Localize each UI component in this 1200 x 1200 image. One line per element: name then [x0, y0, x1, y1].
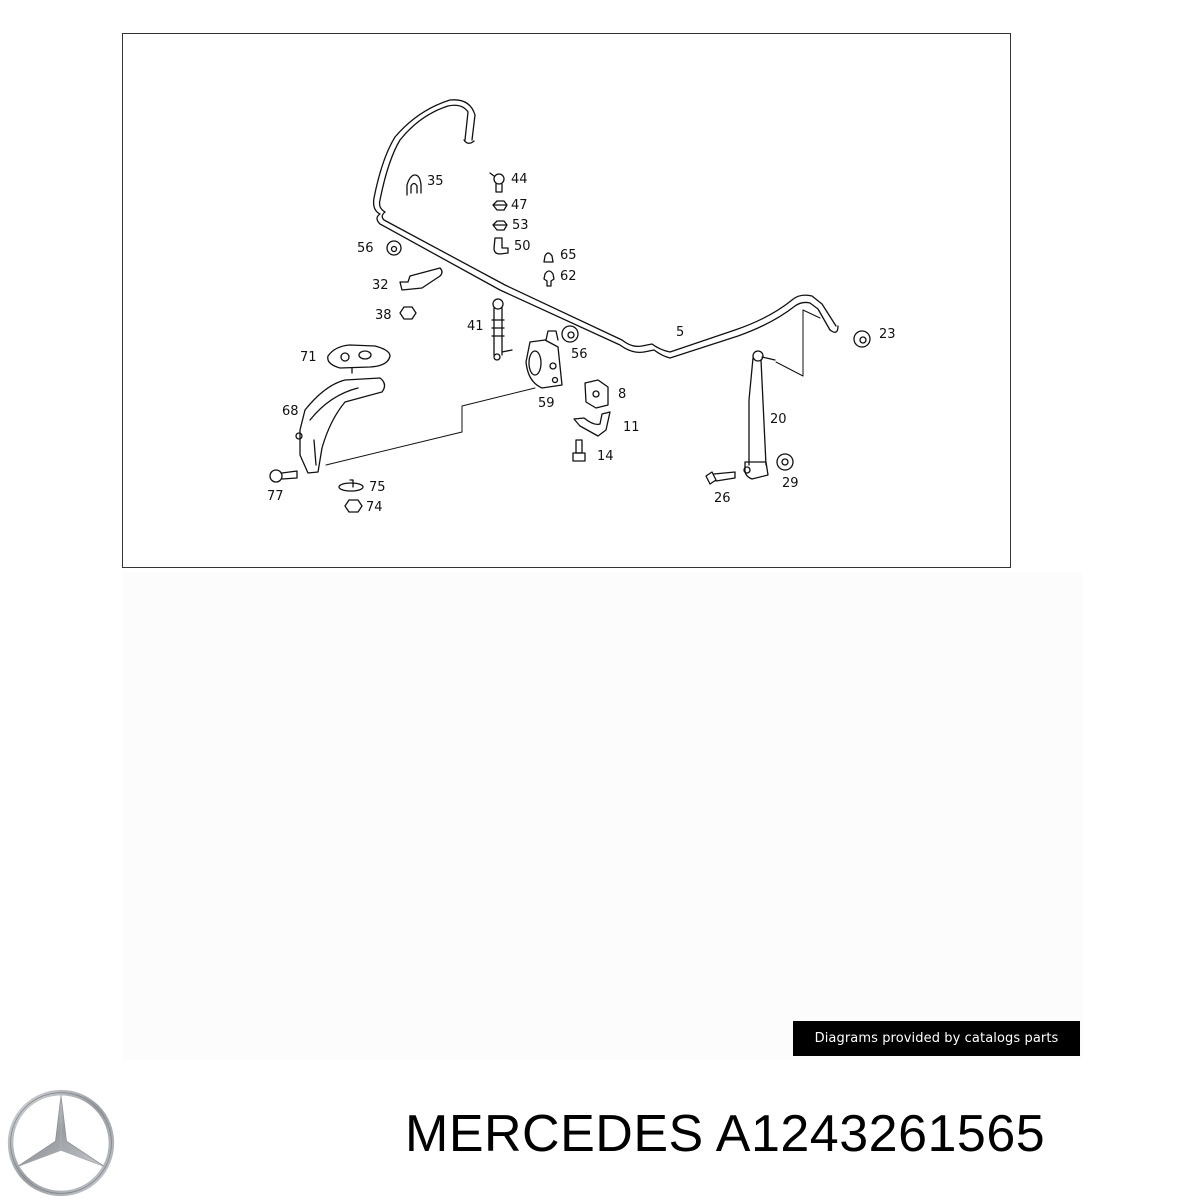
- callout-68: 68: [282, 404, 299, 419]
- hex-nut-icon: [492, 200, 508, 211]
- callout-38: 38: [375, 308, 392, 323]
- watermark-banner: Diagrams provided by catalogs parts: [793, 1021, 1080, 1056]
- leader-line: [775, 309, 821, 377]
- callout-62: 62: [560, 269, 577, 284]
- callout-44: 44: [511, 172, 528, 187]
- callout-53: 53: [512, 218, 529, 233]
- callout-5: 5: [676, 325, 684, 340]
- callout-71: 71: [300, 350, 317, 365]
- lower-blank-panel: [122, 572, 1082, 1060]
- flange-nut-icon: [561, 325, 579, 343]
- callout-77: 77: [267, 489, 284, 504]
- flange-bolt-icon: [269, 469, 298, 483]
- callout-65: 65: [560, 248, 577, 263]
- callout-14: 14: [597, 449, 614, 464]
- callout-35: 35: [427, 174, 444, 189]
- callout-59: 59: [538, 396, 555, 411]
- support-bracket-icon: [295, 377, 386, 474]
- callout-labels: 5 8 11 14 20 23 26 29 32 35 38 41 44 47 …: [267, 172, 896, 515]
- clamp-bracket-icon: [573, 411, 611, 437]
- rubber-bushing-icon: [584, 379, 609, 409]
- flange-nut-icon: [776, 453, 794, 471]
- callout-75: 75: [369, 480, 386, 495]
- hex-nut-icon: [344, 499, 363, 513]
- callout-20: 20: [770, 412, 787, 427]
- callout-8: 8: [618, 387, 626, 402]
- flange-nut-icon: [386, 240, 402, 256]
- stabilizer-bar-icon: [372, 99, 839, 359]
- part-number-title: MERCEDES A1243261565: [405, 1105, 1046, 1163]
- elbow-fitting-icon: [493, 237, 509, 255]
- leader-line: [325, 387, 536, 466]
- nipple-fitting-icon: [543, 270, 555, 287]
- bolt-icon: [572, 439, 586, 462]
- callout-11: 11: [623, 420, 640, 435]
- callout-50: 50: [514, 239, 531, 254]
- ball-joint-icon: [489, 172, 505, 193]
- callout-29: 29: [782, 476, 799, 491]
- valve-housing-icon: [525, 330, 563, 389]
- bracket-icon: [399, 267, 443, 291]
- hex-nut-icon: [399, 306, 417, 320]
- callout-23: 23: [879, 327, 896, 342]
- callout-74: 74: [366, 500, 383, 515]
- callout-56: 56: [571, 347, 588, 362]
- mounting-plate-icon: [327, 344, 391, 374]
- parts-diagram: 5 8 11 14 20 23 26 29 32 35 38 41 44 47 …: [267, 99, 896, 515]
- cap-icon: [543, 252, 554, 263]
- flange-nut-icon: [853, 330, 871, 348]
- callout-26: 26: [714, 491, 731, 506]
- bolt-icon: [705, 471, 736, 485]
- callout-47: 47: [511, 198, 528, 213]
- connecting-link-icon: [491, 298, 513, 361]
- callout-41: 41: [467, 319, 484, 334]
- callout-32: 32: [372, 278, 389, 293]
- washer-clip-icon: [338, 479, 364, 492]
- callout-56: 56: [357, 241, 374, 256]
- stabilizer-link-icon: [743, 350, 776, 480]
- u-bolt-icon: [406, 174, 422, 196]
- mercedes-star-icon: [7, 1089, 115, 1197]
- hex-nut-icon: [492, 220, 508, 231]
